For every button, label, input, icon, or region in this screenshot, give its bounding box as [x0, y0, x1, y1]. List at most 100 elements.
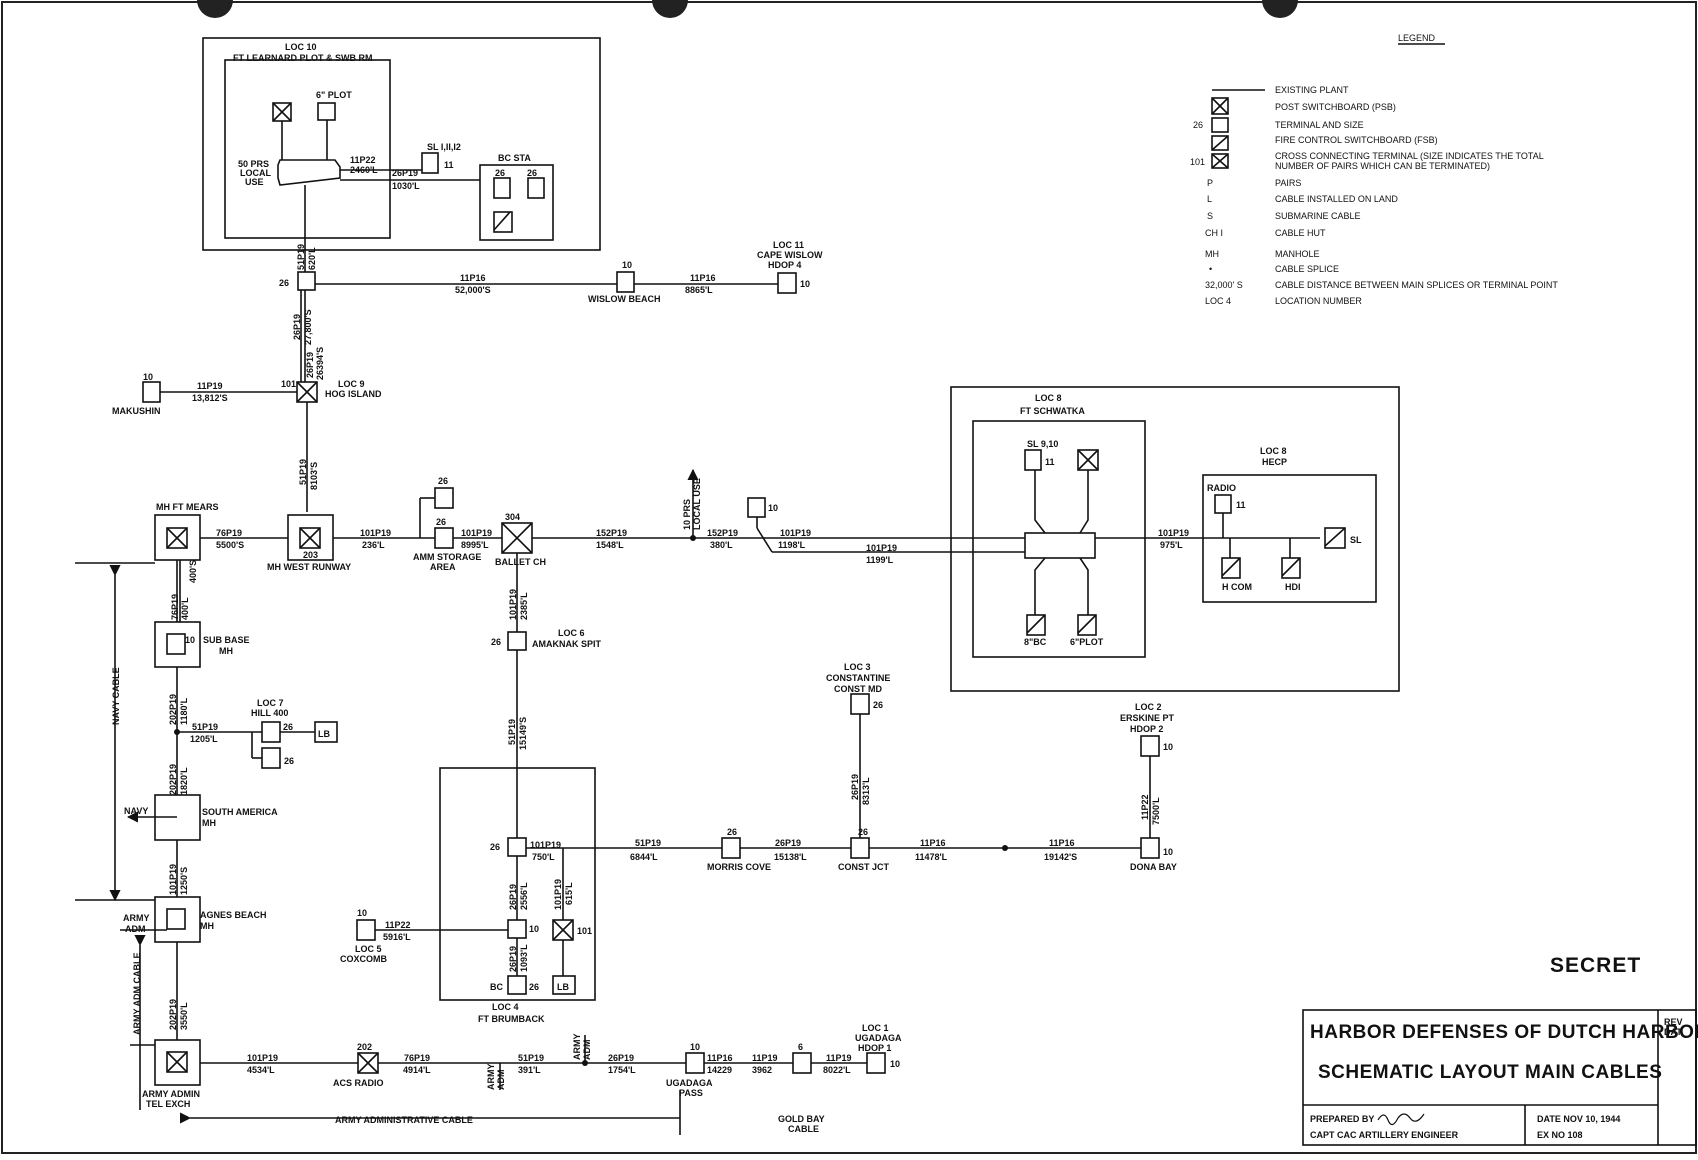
agnes-beach-label: AGNES BEACH	[200, 910, 267, 920]
loc6-name: AMAKNAK SPIT	[532, 639, 602, 649]
loc11-name: CAPE WISLOW	[757, 250, 823, 260]
loc5-label: LOC 5	[355, 944, 382, 954]
terminal-size: 101	[577, 926, 592, 936]
cable-length-label: 1820'L	[179, 767, 189, 795]
cable-label: 76P19	[170, 594, 180, 620]
makushin-terminal	[142, 381, 161, 403]
cable-length-label: 52,000'S	[455, 285, 491, 295]
terminal-size: 10	[529, 924, 539, 934]
cable-length-label: 400'S	[188, 560, 198, 583]
8in-bc-label: 8"BC	[1024, 637, 1047, 647]
8in-bc-fsb	[1026, 614, 1046, 636]
navy-cable-label: NAVY CABLE	[111, 667, 121, 725]
legend-item: FIRE CONTROL SWITCHBOARD (FSB)	[1275, 135, 1438, 145]
cable-length-label: 14229	[707, 1065, 732, 1075]
dona-bay-terminal	[1140, 837, 1160, 859]
terminal-size: 26	[727, 827, 737, 837]
terminal-size: 11	[444, 160, 454, 170]
cable-length-label: 5500'S	[216, 540, 244, 550]
cable-splice	[690, 535, 696, 541]
agnes-beach-mh-label: MH	[200, 921, 214, 931]
terminal-size: 10	[185, 635, 195, 645]
loc6-label: LOC 6	[558, 628, 585, 638]
terminal-size: 10	[357, 908, 367, 918]
cable-length-label: 13,812'S	[192, 393, 228, 403]
loc4-terminal-10	[507, 919, 527, 939]
rev-label: DAT	[1664, 1027, 1682, 1037]
army-adm-label: ARMY	[486, 1064, 496, 1091]
army-admin-tel-label: ARMY ADMIN	[142, 1089, 200, 1099]
cable-label: 152P19	[707, 528, 738, 538]
cable-length-label: 400'L	[180, 597, 190, 620]
loc9-name: HOG ISLAND	[325, 389, 382, 399]
cable-length-label: 8865'L	[685, 285, 713, 295]
army-adm-label: ADM	[582, 1040, 592, 1061]
terminal-size: 26	[858, 827, 868, 837]
cable-label: 26P19	[508, 946, 518, 972]
cable-label: 51P19	[518, 1053, 544, 1063]
terminal-size: 11	[1045, 457, 1055, 467]
cable-label: 202P19	[168, 764, 178, 795]
south-america-label: SOUTH AMERICA	[202, 807, 278, 817]
cable-length-label: 975'L	[1160, 540, 1183, 550]
army-adm-label: ARMY	[123, 913, 150, 923]
sl-fsb	[1324, 527, 1346, 549]
cable-length-label: 3962	[752, 1065, 772, 1075]
cable-length-label: 11478'L	[915, 852, 948, 862]
army-admin-tel-label: TEL EXCH	[146, 1099, 190, 1109]
loc10-outer-box	[202, 37, 601, 251]
legend-item: CABLE DISTANCE BETWEEN MAIN SPLICES OR T…	[1275, 280, 1558, 290]
loc8-label: LOC 8	[1035, 393, 1062, 403]
fsb-symbol	[277, 159, 341, 186]
cable-label: 101P19	[780, 528, 811, 538]
east-terminal-10	[747, 497, 766, 518]
legend-prefix: L	[1207, 194, 1212, 204]
mh-ft-mears-label: MH FT MEARS	[156, 502, 219, 512]
legend-item: NUMBER OF PAIRS WHICH CAN BE TERMINATED)	[1275, 161, 1490, 171]
north-junction-terminal	[297, 271, 316, 291]
local-use-label: USE	[245, 177, 264, 187]
terminal-size: 26	[279, 278, 289, 288]
terminal-size: 101	[281, 379, 296, 389]
loc4-bc-terminal	[507, 975, 527, 995]
loc9-label: LOC 9	[338, 379, 365, 389]
cable-splice	[582, 1060, 588, 1066]
cable-splice	[174, 729, 180, 735]
cable-label: 11P19	[752, 1053, 778, 1063]
terminal-size: 10	[622, 260, 632, 270]
amm-storage-terminal-2	[434, 487, 454, 509]
cable-label: 11P22	[350, 155, 376, 165]
cable-length-label: 1199'L	[866, 555, 894, 565]
legend-prefix: •	[1209, 264, 1212, 274]
ugadaga-pass-label: PASS	[679, 1088, 703, 1098]
title-block	[1302, 1009, 1697, 1146]
radio-label: RADIO	[1207, 483, 1236, 493]
terminal-size: 26	[283, 722, 293, 732]
cable-label: 51P19	[635, 838, 661, 848]
wislow-beach-terminal	[616, 271, 635, 293]
6in-plot-fsb	[1077, 614, 1097, 636]
ugadaga-pass-terminal	[685, 1052, 705, 1074]
loc3-name: CONSTANTINE	[826, 673, 890, 683]
cable-label: 11P16	[707, 1053, 733, 1063]
terminal-size: 10	[768, 503, 778, 513]
legend-prefix: 32,000' S	[1205, 280, 1243, 290]
legend-prefix: LOC 4	[1205, 296, 1231, 306]
local-use-label: 50 PRS	[238, 159, 269, 169]
cable-label: 76P19	[404, 1053, 430, 1063]
ballet-ch-label: BALLET CH	[495, 557, 546, 567]
cable-length-label: 8313'L	[861, 777, 871, 805]
cable-length-label: 19142'S	[1044, 852, 1077, 862]
cable-label: 51P19	[296, 244, 306, 270]
cable-label: 101P19	[1158, 528, 1189, 538]
army-admin-cable-label: ARMY ADMINISTRATIVE CABLE	[335, 1115, 473, 1125]
terminal-size: 10	[800, 279, 810, 289]
cable-label: 26P19	[305, 352, 315, 378]
legend-item: LOCATION NUMBER	[1275, 296, 1362, 306]
terminal-size: 304	[505, 512, 520, 522]
h-com-fsb	[1221, 557, 1241, 579]
cable-length-label: 4534'L	[247, 1065, 275, 1075]
legend-prefix: CH I	[1205, 228, 1223, 238]
cable-length-label: 8103'S	[309, 462, 319, 490]
local-use-label: 10 PRS	[682, 499, 692, 530]
